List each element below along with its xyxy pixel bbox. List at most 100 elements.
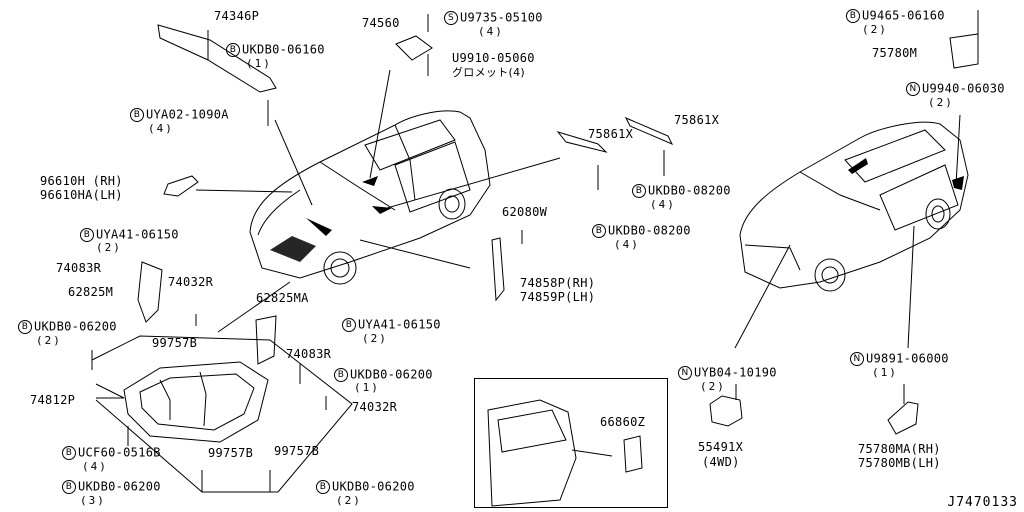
part-label[interactable]: 96610HA(LH) xyxy=(40,188,123,202)
quantity-label: (2) xyxy=(928,96,954,109)
part-label[interactable]: 74859P(LH) xyxy=(520,290,596,304)
bolt-label-code: UYA02-1090A xyxy=(146,107,229,122)
bolt-label-code: UKDB0-06160 xyxy=(242,42,325,57)
nut-label-code: U9891-06000 xyxy=(866,351,949,366)
part-label[interactable]: 74083R xyxy=(286,347,332,361)
bolt-label-code: UCF60-0516B xyxy=(78,445,161,460)
part-label[interactable]: (4WD) xyxy=(702,455,740,469)
part-label[interactable]: 62825MA xyxy=(256,291,309,305)
part-label[interactable]: 99757B xyxy=(152,336,198,350)
left-vehicle-outline xyxy=(249,110,491,285)
bolt-marker-icon: B xyxy=(334,368,348,382)
screw-label-code: U9735-05100 xyxy=(460,10,543,25)
part-label[interactable]: 74083R xyxy=(56,261,102,275)
quantity-label: (2) xyxy=(96,241,122,254)
bolt-label-code: UKDB0-06200 xyxy=(350,367,433,382)
quantity-label: (2) xyxy=(862,23,888,36)
quantity-label: (2) xyxy=(700,380,726,393)
bolt-marker-icon: B xyxy=(130,108,144,122)
bolt-label-code: UYA41-06150 xyxy=(358,317,441,332)
quantity-label: (1) xyxy=(246,57,272,70)
part-label[interactable]: 96610H (RH) xyxy=(40,174,123,188)
fasteners xyxy=(157,10,979,302)
nut-label-code: U9940-06030 xyxy=(922,81,1005,96)
nut-label[interactable]: U9910-05060 xyxy=(452,51,535,65)
quantity-label: (2) xyxy=(362,332,388,345)
bolt-marker-icon: B xyxy=(592,224,606,238)
quantity-label: (4) xyxy=(478,25,504,38)
quantity-label: (1) xyxy=(872,366,898,379)
quantity-label: (4) xyxy=(650,198,676,211)
inset-frame xyxy=(474,378,668,508)
inset-rear-view xyxy=(487,399,643,507)
part-label[interactable]: 99757B xyxy=(274,444,320,458)
under-cover-assembly xyxy=(91,261,353,493)
quantity-label: (2) xyxy=(336,494,362,507)
part-label[interactable]: 75780MA(RH) xyxy=(858,442,941,456)
right-side-parts xyxy=(709,384,919,435)
part-label[interactable]: 75861X xyxy=(588,127,634,141)
bolt-label-code: U9465-06160 xyxy=(862,8,945,23)
part-label[interactable]: 99757B xyxy=(208,446,254,460)
nut-marker-icon: N xyxy=(850,352,864,366)
right-vehicle-outline xyxy=(739,121,969,292)
nut-marker-icon: N xyxy=(678,366,692,380)
nut-marker-icon: N xyxy=(906,82,920,96)
diagram-id: J7470133 xyxy=(947,495,1018,510)
nut-label-code: UYB04-10190 xyxy=(694,365,777,380)
bolt-marker-icon: B xyxy=(632,184,646,198)
part-label[interactable]: 75780MB(LH) xyxy=(858,456,941,470)
part-label[interactable]: 74560 xyxy=(362,16,400,30)
quantity-label: (3) xyxy=(80,494,106,507)
bolt-label-code: UKDB0-06200 xyxy=(78,479,161,494)
bolt-marker-icon: B xyxy=(226,43,240,57)
bolt-label-code: UYA41-06150 xyxy=(96,227,179,242)
bolt-label-code: UKDB0-08200 xyxy=(608,223,691,238)
bolt-marker-icon: B xyxy=(62,446,76,460)
part-label[interactable]: 75861X xyxy=(674,113,720,127)
bolt-marker-icon: B xyxy=(80,228,94,242)
part-label[interactable]: 74346P xyxy=(214,9,260,23)
grommet-label[interactable]: グロメット(4) xyxy=(452,66,525,79)
part-label[interactable]: 74032R xyxy=(352,400,398,414)
quantity-label: (4) xyxy=(82,460,108,473)
part-label[interactable]: 55491X xyxy=(698,440,744,454)
bolt-marker-icon: B xyxy=(62,480,76,494)
part-label[interactable]: 75780M xyxy=(872,46,918,60)
bolt-marker-icon: B xyxy=(342,318,356,332)
part-label[interactable]: 62080W xyxy=(502,205,548,219)
bolt-marker-icon: B xyxy=(18,320,32,334)
part-label[interactable]: 74812P xyxy=(30,393,76,407)
part-label[interactable]: 74032R xyxy=(168,275,214,289)
part-label[interactable]: 74858P(RH) xyxy=(520,276,596,290)
bolt-marker-icon: B xyxy=(846,9,860,23)
leader-arrows xyxy=(195,69,961,457)
bolt-label-code: UKDB0-06200 xyxy=(34,319,117,334)
part-label[interactable]: 66860Z xyxy=(600,415,646,429)
bolt-marker-icon: B xyxy=(316,480,330,494)
bolt-label-code: UKDB0-06200 xyxy=(332,479,415,494)
quantity-label: (2) xyxy=(36,334,62,347)
quantity-label: (4) xyxy=(148,122,174,135)
bolt-label-code: UKDB0-08200 xyxy=(648,183,731,198)
quantity-label: (4) xyxy=(614,238,640,251)
part-label[interactable]: 62825M xyxy=(68,285,114,299)
